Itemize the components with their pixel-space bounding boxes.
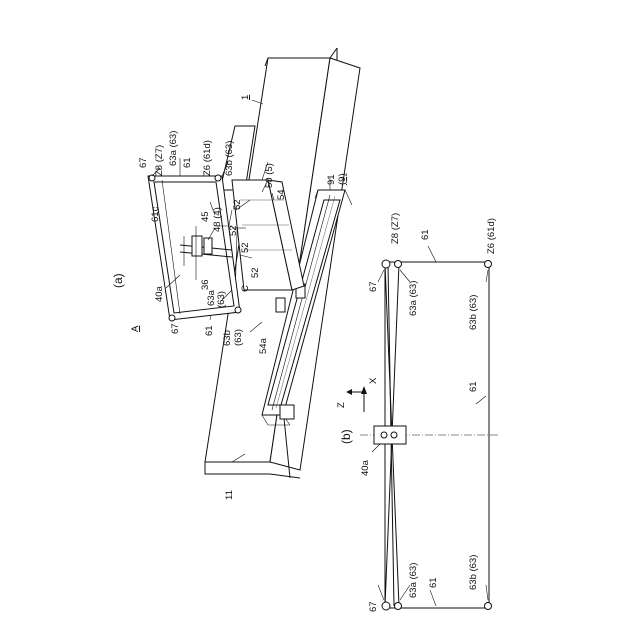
label-Z8-Z7: Z8 (Z7) bbox=[154, 145, 165, 176]
label-40a: 40a bbox=[154, 285, 165, 302]
axis-x-label: X bbox=[368, 377, 379, 384]
part-b-drawing: (b) Z X 67 67 63a (63) 63a (63) 63b (63)… bbox=[336, 213, 500, 612]
label-61-b-top: 61 bbox=[420, 229, 431, 240]
label-61-bottom: 61 bbox=[204, 325, 215, 336]
axis-indicator bbox=[346, 386, 367, 412]
label-52-a: 52 bbox=[232, 199, 243, 210]
label-63a-63-top: 63a (63) bbox=[168, 131, 179, 166]
label-67-top: 67 bbox=[138, 157, 149, 168]
label-61-b-middle: 61 bbox=[468, 381, 479, 392]
label-Z8-Z7-b: Z8 (Z7) bbox=[390, 213, 401, 244]
assembly-label-A: A bbox=[130, 325, 141, 332]
label-40a-b: 40a bbox=[360, 459, 371, 476]
label-54a: 54a bbox=[258, 337, 269, 354]
label-67-b-bottom: 67 bbox=[368, 601, 379, 612]
axis-z-label: Z bbox=[336, 402, 347, 408]
label-11: 11 bbox=[224, 490, 235, 500]
label-67-b-top: 67 bbox=[368, 281, 379, 292]
label-63a-63-b-bottom: 63a (63) bbox=[408, 563, 419, 598]
label-50-5: 50 (5) bbox=[264, 163, 275, 188]
label-9: (9) bbox=[337, 173, 348, 185]
label-1: 1 bbox=[240, 95, 251, 100]
label-91: 91 bbox=[326, 174, 337, 185]
label-52-c: 52 bbox=[240, 242, 251, 253]
label-63-paren-a: (63) bbox=[216, 291, 227, 308]
label-52-b: 52 bbox=[228, 225, 239, 236]
label-36: 36 bbox=[200, 279, 211, 290]
label-63b-63-b-bottom: 63b (63) bbox=[468, 555, 479, 590]
label-45: 45 bbox=[200, 211, 211, 222]
label-63-paren-b: (63) bbox=[233, 329, 244, 346]
label-67-bottom: 67 bbox=[170, 323, 181, 334]
label-63b: 63b bbox=[222, 330, 233, 346]
panel-label-a: (a) bbox=[111, 273, 125, 288]
label-54: 54 bbox=[276, 189, 287, 200]
label-61-top: 61 bbox=[182, 157, 193, 168]
label-63a-63-b-top: 63a (63) bbox=[408, 281, 419, 316]
label-63b-63-b-top: 63b (63) bbox=[468, 295, 479, 330]
label-Z6-61d: Z6 (61d) bbox=[202, 140, 213, 176]
label-61c: 61c bbox=[150, 206, 161, 222]
label-52-d: 52 bbox=[250, 267, 261, 278]
label-Z6-61d-b: Z6 (61d) bbox=[486, 218, 497, 254]
label-63b-63-top: 63b (63) bbox=[224, 141, 235, 176]
part-b-labels: (b) Z X 67 67 63a (63) 63a (63) 63b (63)… bbox=[336, 213, 497, 612]
part-a-drawing: (a) A 1 11 50 (5) 91 (9) 54 54a 52 52 52… bbox=[111, 48, 360, 500]
panel-label-b: (b) bbox=[339, 429, 353, 444]
label-61-b-bottom: 61 bbox=[428, 577, 439, 588]
label-48-4: 48 (4) bbox=[212, 207, 223, 232]
label-C: C bbox=[240, 285, 251, 292]
